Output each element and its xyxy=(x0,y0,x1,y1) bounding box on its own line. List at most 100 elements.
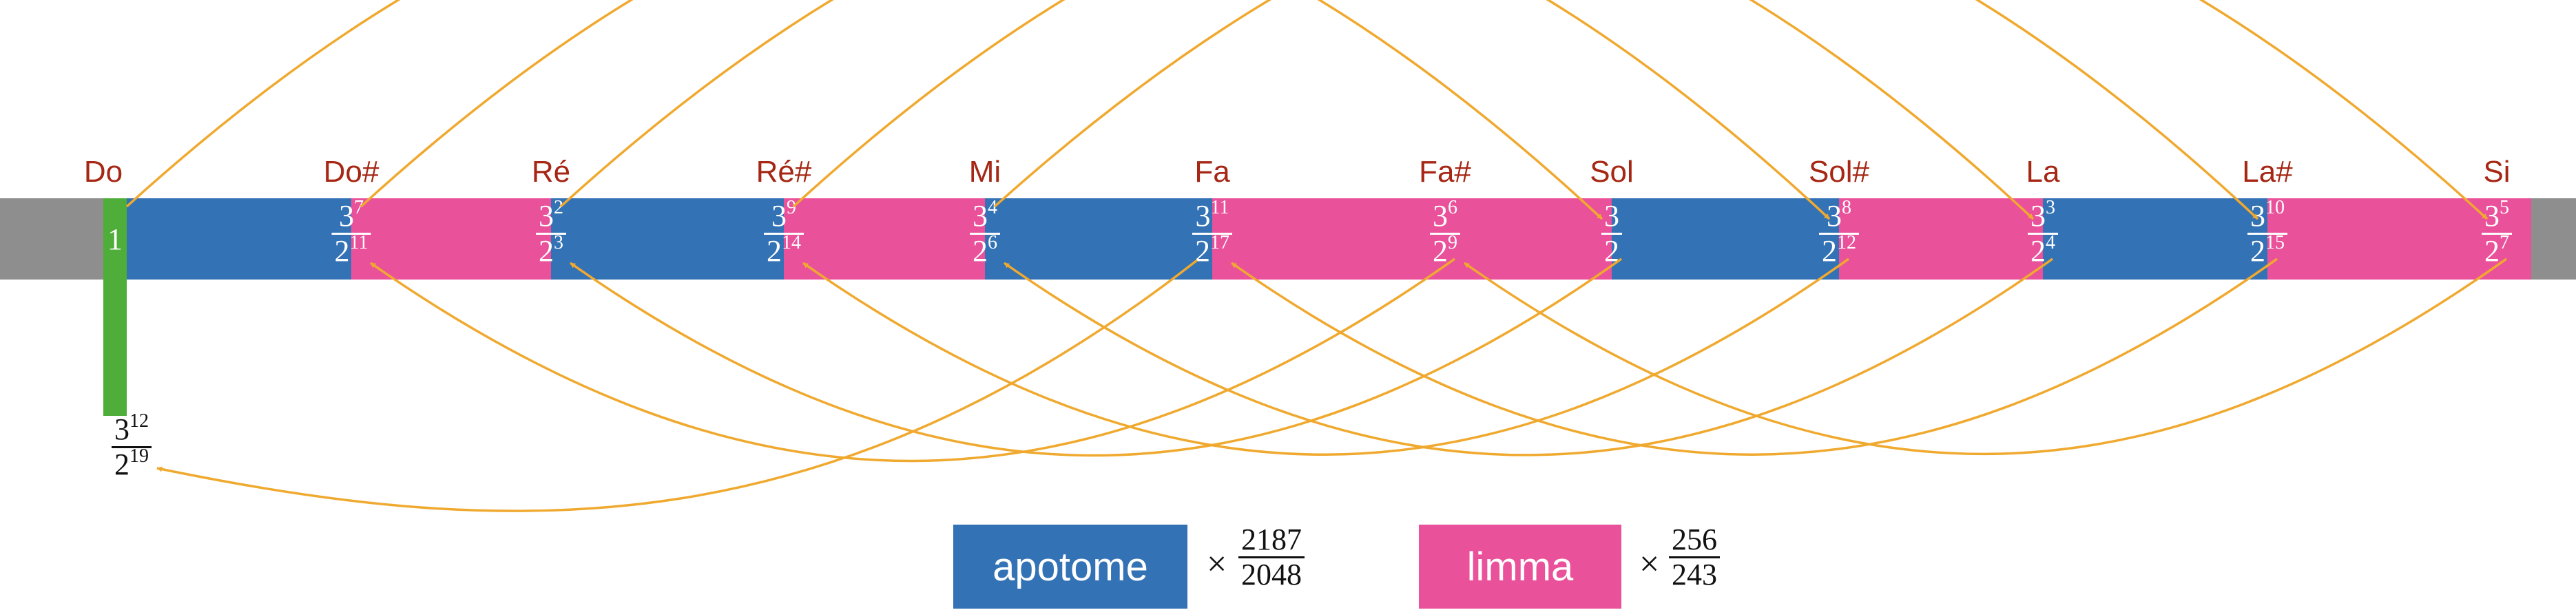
numerator-exponent: 11 xyxy=(1210,197,1229,218)
legend-limma-box: limma xyxy=(1419,525,1621,609)
note-label: Fa# xyxy=(1419,155,1471,189)
denominator-base: 2 xyxy=(2250,234,2265,268)
comma-den-base: 2 xyxy=(114,448,129,481)
numerator-base: 3 xyxy=(973,199,988,233)
numerator-exponent: 7 xyxy=(354,197,364,218)
note-label: Do xyxy=(83,155,123,189)
apotome-segment xyxy=(115,198,351,280)
pythagorean-comma-bar xyxy=(103,198,127,416)
denominator-base: 2 xyxy=(334,234,350,268)
fraction-line xyxy=(331,233,371,235)
limma-segment xyxy=(1212,198,1445,280)
denominator-base: 2 xyxy=(1195,234,1210,268)
comma-den-exp: 19 xyxy=(129,445,149,467)
denominator-base: 2 xyxy=(1433,234,1448,268)
numerator-base: 3 xyxy=(539,199,554,233)
apotome-segment xyxy=(985,198,1212,280)
note-label: Sol xyxy=(1590,155,1634,189)
fraction-line xyxy=(764,233,804,235)
denominator-exponent: 11 xyxy=(349,232,368,253)
numerator-exponent: 8 xyxy=(1842,197,1851,218)
fraction-line xyxy=(1238,556,1305,558)
fifth-arrow-fa-to-do' xyxy=(156,259,1198,512)
numerator-exponent: 4 xyxy=(988,197,997,218)
fifth-arrow-sol-to-ré xyxy=(569,257,1623,457)
note-label: Sol# xyxy=(1808,155,1870,189)
fifth-arrow-si-to-fa# xyxy=(1463,257,2508,456)
legend-apotome-fraction: 2187 2048 xyxy=(1238,523,1305,591)
note-label: Si xyxy=(2483,155,2511,189)
fraction-line xyxy=(112,446,152,448)
limma-denominator: 243 xyxy=(1672,558,1717,591)
fraction-line xyxy=(1601,233,1622,235)
numerator-exponent: 10 xyxy=(2265,197,2285,218)
limma-segment xyxy=(2497,198,2531,280)
limma-numerator: 256 xyxy=(1672,523,1717,556)
note-label: Mi xyxy=(968,155,1001,189)
limma-segment xyxy=(351,198,551,280)
limma-segment xyxy=(2267,198,2497,280)
fraction-line xyxy=(1819,233,1859,235)
numerator-base: 3 xyxy=(1195,199,1211,233)
numerator-base: 3 xyxy=(1827,199,1842,233)
fraction-line xyxy=(970,233,1000,235)
numerator-base: 3 xyxy=(2030,199,2046,233)
note-label: Ré# xyxy=(756,155,812,189)
denominator-exponent: 17 xyxy=(1210,232,1229,253)
numerator-base: 3 xyxy=(771,199,787,233)
fraction-line xyxy=(536,233,566,235)
apotome-denominator: 2048 xyxy=(1241,558,1302,591)
fifth-arrow-ré#-to-la# xyxy=(792,0,2259,220)
denominator-base: 2 xyxy=(1822,234,1837,268)
denominator-base: 2 xyxy=(973,234,988,268)
numerator-exponent: 6 xyxy=(1448,197,1457,218)
fifth-arrow-la-to-mi xyxy=(1003,257,2054,456)
fifth-arrow-do#-to-sol# xyxy=(360,0,1831,220)
fraction-line xyxy=(1430,233,1460,235)
fraction-line xyxy=(2482,233,2512,235)
legend-apotome-label: apotome xyxy=(993,544,1148,589)
fraction-line xyxy=(2247,233,2287,235)
denominator-exponent: 7 xyxy=(2500,232,2509,253)
numerator-base: 3 xyxy=(339,199,354,233)
limma-segment xyxy=(784,198,985,280)
note-label: Fa xyxy=(1194,155,1230,189)
denominator-exponent: 3 xyxy=(554,232,563,253)
denominator-base: 2 xyxy=(2484,234,2500,268)
fraction-line xyxy=(1669,556,1720,558)
fraction-line xyxy=(1192,233,1232,235)
fraction-line xyxy=(2028,233,2058,235)
apotome-segment xyxy=(2043,198,2267,280)
denominator-exponent: 12 xyxy=(1837,232,1856,253)
denominator-exponent: 4 xyxy=(2046,232,2055,253)
denominator-base: 2 xyxy=(1604,234,1619,268)
numerator-exponent: 5 xyxy=(2500,197,2509,218)
legend-apotome-box: apotome xyxy=(953,525,1187,609)
denominator-base: 2 xyxy=(767,234,782,268)
apotome-segment xyxy=(1612,198,1839,280)
limma-segment xyxy=(1445,198,1612,280)
comma-num-exp: 12 xyxy=(129,410,149,432)
numerator-exponent: 3 xyxy=(2046,197,2055,218)
legend-limma-label: limma xyxy=(1466,544,1574,589)
do-ratio: 1 xyxy=(107,222,123,256)
fifth-arrow-mi-to-si xyxy=(993,0,2489,220)
limma-segment xyxy=(1839,198,2043,280)
denominator-exponent: 14 xyxy=(782,232,801,253)
numerator-base: 3 xyxy=(1604,199,1619,233)
note-label: Ré xyxy=(531,155,571,189)
denominator-exponent: 15 xyxy=(2265,232,2285,253)
comma-fraction: 312 219 xyxy=(112,410,152,481)
note-label: La xyxy=(2026,155,2060,189)
note-label: Do# xyxy=(323,155,380,189)
numerator-base: 3 xyxy=(1433,199,1448,233)
note-label: La# xyxy=(2242,155,2293,189)
